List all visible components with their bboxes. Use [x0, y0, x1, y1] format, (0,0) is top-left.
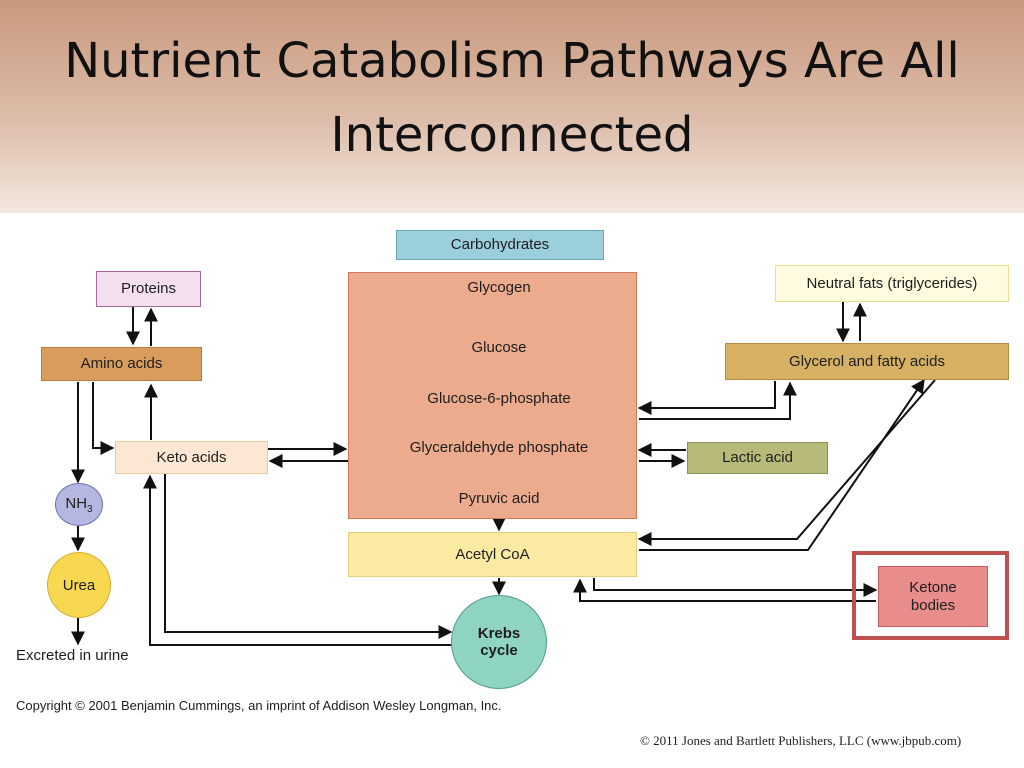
lactic-acid-label: Lactic acid	[722, 449, 793, 466]
krebs-cycle-circle: Krebs cycle	[451, 595, 547, 689]
krebs-line-2: cycle	[480, 642, 518, 659]
amino-acids-box: Amino acids	[41, 347, 202, 381]
glycerol-fatty-acids-label: Glycerol and fatty acids	[789, 352, 945, 370]
title-line-1: Nutrient Catabolism Pathways Are All	[64, 33, 960, 89]
proteins-label: Proteins	[120, 280, 177, 297]
glycerol-fatty-acids-box: Glycerol and fatty acids	[725, 343, 1009, 380]
carbohydrates-label: Carbohydrates	[450, 236, 550, 253]
neutral-fats-box: Neutral fats (triglycerides)	[775, 265, 1009, 302]
title-line-2: Interconnected	[330, 107, 694, 163]
glucose-label: Glucose	[471, 339, 527, 356]
ketone-line-1: Ketone	[909, 578, 957, 596]
arrow-carbs-to-glycerol	[639, 381, 797, 420]
arrow-acetyl-to-fatty	[639, 378, 925, 551]
nh3-subscript: 3	[87, 503, 93, 515]
keto-acids-label: Keto acids	[156, 448, 227, 466]
slide-title: Nutrient Catabolism Pathways Are All Int…	[0, 24, 1024, 172]
excreted-in-urine-label: Excreted in urine	[16, 647, 129, 664]
krebs-line-1: Krebs	[477, 625, 521, 642]
carbohydrate-pathway-block	[348, 272, 637, 519]
keto-acids-box: Keto acids	[115, 441, 268, 474]
nh3-label: NH	[65, 494, 88, 512]
glucose-6-phosphate-label: Glucose-6-phosphate	[427, 390, 571, 407]
title-banner	[0, 0, 1024, 213]
neutral-fats-label: Neutral fats (triglycerides)	[806, 274, 978, 292]
copyright-benjamin-cummings: Copyright © 2001 Benjamin Cummings, an i…	[16, 698, 502, 713]
urea-label: Urea	[62, 576, 96, 594]
nh3-circle: NH3	[55, 483, 103, 526]
urea-circle: Urea	[47, 552, 111, 618]
arrow-keto-to-krebs	[164, 474, 453, 639]
acetyl-coa-label: Acetyl CoA	[455, 545, 530, 563]
ketone-line-2: bodies	[910, 596, 956, 614]
arrow-amino-to-keto	[92, 382, 115, 455]
ketone-bodies-box: Ketone bodies	[878, 566, 988, 627]
arrow-acetyl-to-ketone	[593, 578, 878, 597]
copyright-jones-bartlett: © 2011 Jones and Bartlett Publishers, LL…	[640, 733, 962, 748]
carbohydrates-box: Carbohydrates	[396, 230, 604, 260]
glycogen-label: Glycogen	[467, 279, 531, 296]
arrow-ketone-to-acetyl	[573, 578, 876, 602]
lactic-acid-box: Lactic acid	[687, 442, 828, 474]
acetyl-coa-box: Acetyl CoA	[348, 532, 637, 577]
ketone-highlight-frame	[852, 551, 1009, 640]
arrow-glycerol-to-carbs	[637, 381, 776, 415]
proteins-box: Proteins	[96, 271, 201, 307]
amino-acids-label: Amino acids	[80, 355, 163, 372]
arrow-krebs-to-keto	[143, 474, 454, 646]
pyruvic-acid-label: Pyruvic acid	[458, 490, 540, 507]
glyceraldehyde-phosphate-label: Glyceraldehyde phosphate	[409, 439, 589, 456]
